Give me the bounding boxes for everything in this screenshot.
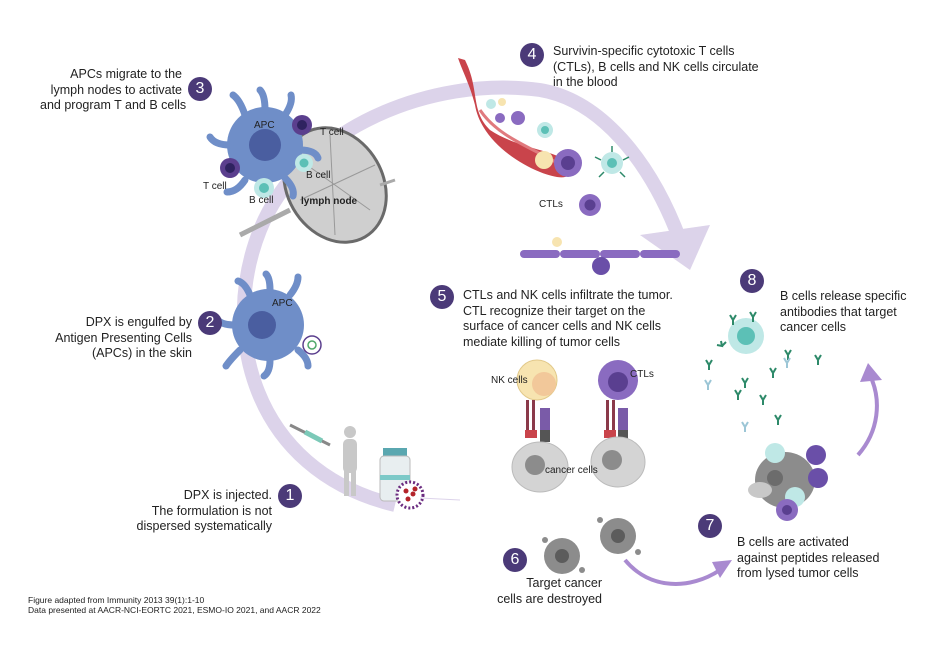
step-8-line-1: B cells release specific <box>780 289 907 303</box>
step-2-line-2: Antigen Presenting Cells <box>55 330 192 345</box>
arrow-7-to-8 <box>856 379 879 457</box>
step-2-text: DPX is engulfed by Antigen Presenting Ce… <box>40 315 192 362</box>
step-6-badge: 6 <box>503 548 527 572</box>
step-1-badge: 1 <box>278 484 302 508</box>
nk-cell <box>516 359 558 401</box>
step-5-line-4: mediate killing of tumor cells <box>463 334 621 349</box>
label-nk-cells: NK cells <box>491 375 528 386</box>
skin-line <box>419 497 461 501</box>
syringe-icon <box>289 423 331 447</box>
arrow-6-to-7 <box>623 558 722 586</box>
step-7-line-3: from lysed tumor cells <box>737 566 859 580</box>
step-5-line-2: CTL recognize their target on the <box>463 303 646 318</box>
step-3-badge: 3 <box>188 77 212 101</box>
footnote-data-source: Data presented at AACR-NCI-EORTC 2021, E… <box>28 605 321 615</box>
label-b-cell-lower: B cell <box>249 195 274 206</box>
step-6-line-2: cells are destroyed <box>497 591 602 606</box>
cancer-cells <box>511 436 646 493</box>
step-4-line-3: in the blood <box>553 75 618 89</box>
label-ctls-tumor: CTLs <box>630 369 654 380</box>
arrow-7-to-8-head <box>860 363 882 382</box>
step-7-text: B cells are activated against peptides r… <box>737 535 879 582</box>
label-apc-lymph: APC <box>254 120 275 131</box>
step-3-line-3: and program T and B cells <box>40 98 187 112</box>
endothelium-illustration <box>520 237 680 275</box>
blood-vessel-illustration <box>458 58 582 178</box>
label-ctls-blood: CTLs <box>539 199 563 210</box>
label-lymph-node: lymph node <box>301 196 358 207</box>
step-5-line-1: CTLs and NK cells infiltrate the tumor. <box>463 288 673 302</box>
label-t-cell-left: T cell <box>203 181 227 192</box>
step-8-text: B cells release specific antibodies that… <box>780 289 906 336</box>
step-3-text: APCs migrate to the lymph nodes to activ… <box>40 67 187 114</box>
step-1-line-1: DPX is injected. <box>183 488 272 502</box>
step-6-line-1: Target cancer <box>526 576 602 590</box>
step-1-text: DPX is injected. The formulation is not … <box>100 488 272 535</box>
step-7-line-1: B cells are activated <box>737 535 849 549</box>
cycle-arrow-head <box>640 225 710 270</box>
dpx-particle-icon <box>395 480 425 510</box>
step-5-badge: 5 <box>430 285 454 309</box>
step-3-line-2: lymph nodes to activate <box>50 82 182 97</box>
step-5-line-3: surface of cancer cells and NK cells <box>463 319 662 333</box>
step-7-line-2: against peptides released <box>737 550 880 565</box>
apc-cell-skin <box>213 270 322 380</box>
step-4-badge: 4 <box>520 43 544 67</box>
step-3-line-1: APCs migrate to the <box>70 67 182 81</box>
step-4-line-1: Survivin-specific cytotoxic T cells <box>553 44 735 58</box>
footnote-figure-source: Figure adapted from Immunity 2013 39(1):… <box>28 595 205 605</box>
step-8-line-3: cancer cells <box>780 320 846 334</box>
label-apc-skin: APC <box>272 298 293 309</box>
human-figure-icon <box>343 426 357 496</box>
arrow-6-to-7-head <box>712 560 732 578</box>
step-8-line-2: antibodies that target <box>780 304 897 319</box>
label-cancer-cells: cancer cells <box>545 465 598 476</box>
step-2-badge: 2 <box>198 311 222 335</box>
b-cell-activation-cluster <box>748 443 828 521</box>
ctl-tumor <box>598 360 638 400</box>
step-4-line-2: (CTLs), B cells and NK cells circulate <box>553 59 759 74</box>
apc-cell-lymph <box>206 86 322 200</box>
step-1-line-2: The formulation is not <box>151 503 272 518</box>
step-2-line-1: DPX is engulfed by <box>85 315 192 329</box>
receptor-complexes <box>525 400 628 442</box>
step-8-badge: 8 <box>740 269 764 293</box>
step-2-line-3: (APCs) in the skin <box>91 346 192 360</box>
b-cell-antibody-release <box>704 311 822 432</box>
step-1-line-3: dispersed systematically <box>136 519 272 533</box>
destroyed-cancer-cells <box>542 517 641 574</box>
step-7-badge: 7 <box>698 514 722 538</box>
b-cell-with-antibodies <box>594 146 630 178</box>
step-6-text: Target cancer cells are destroyed <box>480 576 602 607</box>
step-5-text: CTLs and NK cells infiltrate the tumor. … <box>463 288 673 350</box>
step-4-text: Survivin-specific cytotoxic T cells (CTL… <box>553 44 759 91</box>
label-b-cell-node: B cell <box>306 170 331 181</box>
label-t-cell-upper: T cell <box>320 127 344 138</box>
